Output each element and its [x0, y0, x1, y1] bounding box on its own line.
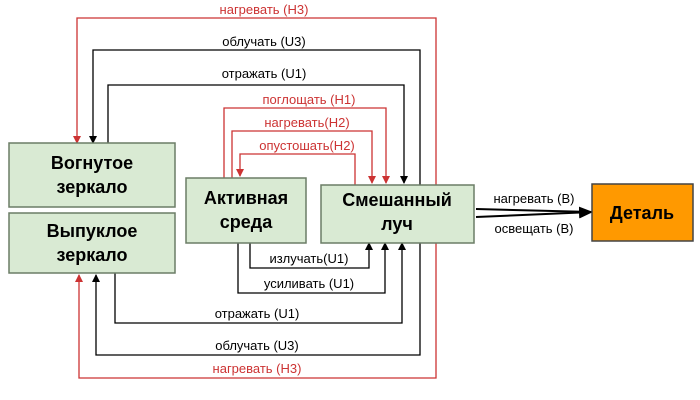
convex-mirror-line2: зеркало — [57, 245, 128, 265]
label-beam-heat-b: нагревать (В) — [494, 191, 575, 206]
label-bottom-irradiate-u3: облучать (U3) — [215, 338, 299, 353]
label-top-heat-h3: нагревать (Н3) — [220, 2, 309, 17]
edge-amplify-u1 — [237, 242, 389, 294]
edge-top-reflect-u1 — [107, 84, 408, 184]
edge-absorb-h1 — [223, 107, 390, 184]
edge-top-heat-h3 — [73, 17, 437, 185]
mixed-beam-line1: Смешанный — [342, 190, 452, 210]
label-absorb-h1: поглощать (Н1) — [263, 92, 356, 107]
active-medium-line2: среда — [220, 212, 273, 232]
label-emit-u1: излучать(U1) — [270, 251, 349, 266]
label-top-reflect-u1: отражать (U1) — [222, 66, 307, 81]
node-part: Деталь — [591, 183, 694, 242]
edge-emit-u1 — [249, 242, 373, 269]
edge-bottom-heat-h3 — [75, 243, 437, 379]
node-mixed-beam: Смешанный луч — [320, 184, 475, 244]
concave-mirror-line2: зеркало — [57, 177, 128, 197]
label-bottom-heat-h3: нагревать (Н3) — [213, 361, 302, 376]
edge-beam-illuminate-b — [475, 206, 593, 219]
label-deplete-h2: опустошать(Н2) — [259, 138, 355, 153]
edge-heat-h2 — [231, 130, 376, 184]
mixed-beam-line2: луч — [381, 214, 413, 234]
edge-top-irradiate-u3 — [89, 49, 421, 185]
node-active-medium: Активная среда — [185, 177, 307, 244]
part-label: Деталь — [610, 203, 674, 223]
label-top-irradiate-u3: облучать (U3) — [222, 34, 306, 49]
edge-bottom-irradiate-u3 — [92, 243, 421, 356]
edge-beam-heat-b — [475, 208, 593, 213]
label-beam-illuminate-b: освещать (В) — [494, 221, 573, 236]
label-heat-h2: нагревать(Н2) — [264, 115, 349, 130]
node-concave-mirror: Вогнутое зеркало — [8, 142, 176, 208]
node-convex-mirror: Выпуклое зеркало — [8, 212, 176, 274]
label-amplify-u1: усиливать (U1) — [264, 276, 354, 291]
concave-mirror-line1: Вогнутое — [51, 153, 133, 173]
edge-bottom-reflect-u1 — [114, 242, 406, 324]
active-medium-line1: Активная — [204, 188, 288, 208]
label-bottom-reflect-u1: отражать (U1) — [215, 306, 300, 321]
convex-mirror-line1: Выпуклое — [47, 221, 138, 241]
edge-deplete-h2 — [236, 153, 356, 185]
